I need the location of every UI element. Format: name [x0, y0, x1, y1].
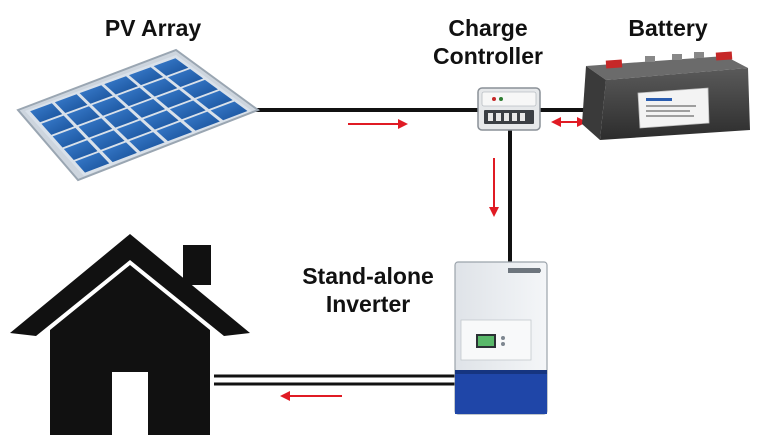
pv-cell [169, 100, 206, 120]
pv-array-panel [16, 48, 261, 182]
pv-cell [66, 106, 100, 126]
pv-cell [167, 69, 204, 87]
pv-cell [104, 76, 138, 95]
pv-cell [156, 121, 193, 142]
charge-controller-device [477, 87, 541, 131]
label-inverter: Stand-alone Inverter [278, 262, 458, 318]
pv-cell [183, 111, 220, 131]
pv-cell [117, 87, 152, 107]
pv-cell [78, 118, 113, 138]
label-inverter-line1: Stand-alone [302, 263, 434, 289]
pv-cell [142, 78, 178, 97]
pv-cell [104, 108, 139, 128]
pv-cell [52, 127, 86, 148]
flow-arrows [280, 117, 587, 401]
pv-cells [30, 58, 248, 173]
pv-cell [128, 67, 164, 86]
label-charge-controller-line2: Controller [433, 43, 543, 69]
inverter-device [454, 261, 548, 415]
pv-cell [153, 58, 189, 76]
pv-cell [210, 101, 248, 121]
pv-cell [63, 140, 98, 161]
label-pv-array-text: PV Array [104, 15, 202, 41]
label-pv-array: PV Array [78, 14, 228, 42]
label-charge-controller-line1: Charge [448, 15, 528, 41]
pv-cell [129, 132, 165, 152]
pv-cell [196, 90, 233, 110]
label-battery-text: Battery [628, 15, 708, 41]
pv-cell [79, 85, 113, 104]
pv-cell [30, 103, 63, 123]
label-battery: Battery [598, 14, 738, 42]
pv-cell [54, 94, 88, 114]
pv-cell [91, 96, 126, 116]
label-charge-controller: Charge Controller [398, 14, 578, 70]
house-icon [10, 234, 250, 435]
pv-cell [116, 120, 152, 140]
pv-cell [102, 142, 137, 163]
battery-device [582, 51, 750, 140]
wires [214, 108, 600, 386]
pv-cell [156, 89, 192, 108]
pv-cell [41, 115, 75, 135]
pv-cell [75, 152, 110, 173]
pv-cell [143, 110, 179, 130]
label-inverter-line2: Inverter [325, 291, 411, 317]
pv-cell [182, 79, 218, 99]
pv-cell [90, 130, 125, 150]
pv-cell [130, 99, 166, 118]
